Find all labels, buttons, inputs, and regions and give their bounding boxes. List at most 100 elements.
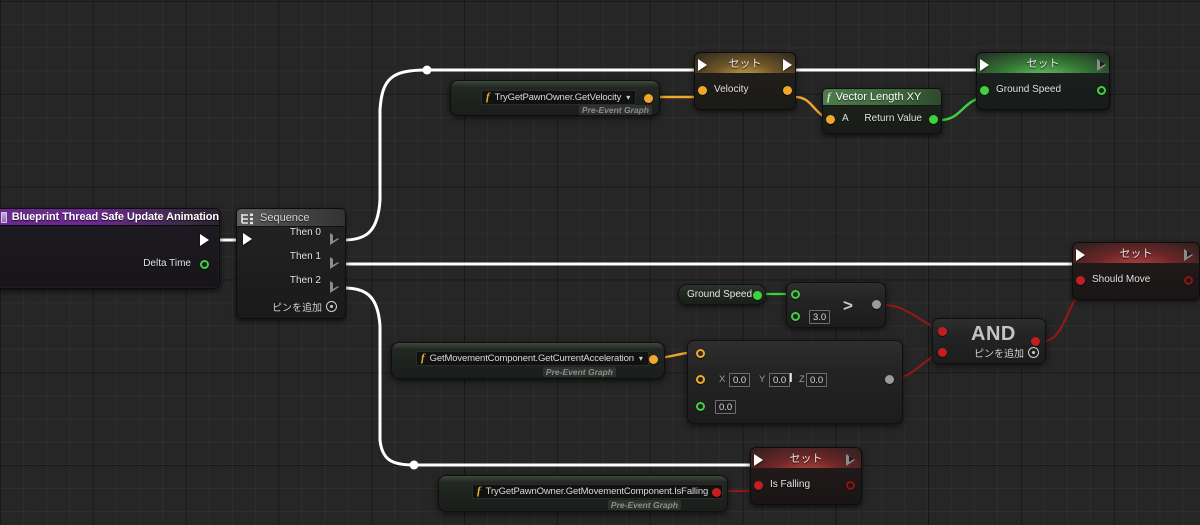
output-pin-velocity-vector[interactable] xyxy=(644,94,653,103)
output-pin-then-2[interactable] xyxy=(330,281,339,293)
is-falling-pill[interactable]: f TryGetPawnOwner.GetMovementComponent.I… xyxy=(472,484,724,499)
output-pin-return-value[interactable] xyxy=(929,115,938,124)
output-pin-acceleration-vector[interactable] xyxy=(649,355,658,364)
set-node-velocity[interactable]: セット Velocity xyxy=(694,52,796,110)
get-current-acceleration-pill[interactable]: f GetMovementComponent.GetCurrentAcceler… xyxy=(416,351,649,366)
op-node-greater-than[interactable]: 3.0 > xyxy=(786,282,886,328)
input-pin-a[interactable] xyxy=(826,115,835,124)
axis-label-z: Z xyxy=(799,374,805,385)
output-pin-vector-not-equal-result[interactable] xyxy=(885,375,894,384)
and-glyph: AND xyxy=(971,323,1016,345)
variable-getter-ground-speed[interactable]: Ground Speed xyxy=(678,284,766,305)
get-velocity-subtitle: Pre-Event Graph xyxy=(578,105,652,115)
get-velocity-label: TryGetPawnOwner.GetVelocity xyxy=(494,92,622,103)
output-pin-exec-set-is-falling[interactable] xyxy=(846,454,855,466)
input-pin-exec-set-is-falling[interactable] xyxy=(754,454,763,466)
set-is-falling-header: セット xyxy=(751,448,861,468)
output-pin-ground-speed-getter[interactable] xyxy=(753,291,762,300)
set-ground-speed-header: セット xyxy=(977,53,1109,73)
output-pin-exec-event[interactable] xyxy=(200,234,209,246)
is-falling-label: TryGetPawnOwner.GetMovementComponent.IsF… xyxy=(485,486,709,497)
axis-label-y: Y xyxy=(759,374,766,385)
pin-label-velocity: Velocity xyxy=(714,84,749,95)
output-pin-then-1[interactable] xyxy=(330,257,339,269)
sequence-node[interactable]: Sequence Then 0 Then 1 Then 2 ピンを追加 xyxy=(236,208,346,319)
get-current-acceleration-subtitle: Pre-Event Graph xyxy=(542,367,616,377)
input-pin-gt-a[interactable] xyxy=(791,290,800,299)
pure-node-vector-length-xy[interactable]: f Vector Length XY A Return Value xyxy=(822,88,942,134)
input-value-error-tolerance[interactable]: 0.0 xyxy=(715,400,737,414)
output-pin-velocity[interactable] xyxy=(783,86,792,95)
sequence-add-pin-label: ピンを追加 xyxy=(272,303,322,314)
pin-label-should-move: Should Move xyxy=(1092,274,1151,285)
pin-label-then-1: Then 1 xyxy=(289,251,321,262)
input-pin-exec-set-ground-speed[interactable] xyxy=(980,59,989,71)
output-pin-and-result[interactable] xyxy=(1031,337,1040,346)
function-node-get-velocity[interactable]: f TryGetPawnOwner.GetVelocity ▾ Pre-Even… xyxy=(450,80,660,116)
output-pin-is-falling[interactable] xyxy=(846,481,855,490)
set-node-should-move[interactable]: セット Should Move xyxy=(1072,242,1200,300)
set-velocity-title: セット xyxy=(728,58,762,70)
output-pin-gt-result[interactable] xyxy=(872,300,881,309)
reroute-node-bottom xyxy=(409,460,419,470)
input-pin-exec-set-should-move[interactable] xyxy=(1076,249,1085,261)
greater-than-glyph: > xyxy=(843,296,853,315)
input-pin-ground-speed[interactable] xyxy=(980,86,989,95)
input-pin-vector-b[interactable] xyxy=(696,375,705,384)
input-value-x[interactable]: 0.0 xyxy=(729,373,751,387)
output-pin-is-falling-bool[interactable] xyxy=(712,488,721,497)
event-node-blueprint-thread-safe-update-animation[interactable]: Blueprint Thread Safe Update Animation D… xyxy=(0,208,220,289)
input-pin-velocity[interactable] xyxy=(698,86,707,95)
input-pin-should-move[interactable] xyxy=(1076,276,1085,285)
input-value-y[interactable]: 0.0 xyxy=(769,373,791,387)
set-node-ground-speed[interactable]: セット Ground Speed xyxy=(976,52,1110,110)
output-pin-should-move[interactable] xyxy=(1184,276,1193,285)
input-pin-exec-set-velocity[interactable] xyxy=(698,59,707,71)
and-add-pin-button[interactable]: ピンを追加 xyxy=(974,345,1039,360)
set-ground-speed-title: セット xyxy=(1026,58,1060,70)
input-pin-and-a[interactable] xyxy=(938,327,947,336)
op-node-vector-not-equal[interactable]: X 0.0 Y 0.0 Z 0.0 0.0 xyxy=(687,340,903,424)
output-pin-exec-set-velocity[interactable] xyxy=(783,59,792,71)
get-velocity-pill[interactable]: f TryGetPawnOwner.GetVelocity ▾ xyxy=(481,90,637,105)
sequence-node-header: Sequence xyxy=(237,209,345,227)
function-f-icon: f xyxy=(477,485,481,497)
output-pin-then-0[interactable] xyxy=(330,233,339,245)
set-velocity-header: セット xyxy=(695,53,795,73)
function-node-is-falling[interactable]: f TryGetPawnOwner.GetMovementComponent.I… xyxy=(438,475,728,512)
pin-label-return-value: Return Value xyxy=(864,113,922,124)
chevron-down-icon[interactable]: ▾ xyxy=(626,93,631,102)
pin-label-is-falling: Is Falling xyxy=(770,479,811,490)
input-value-gt-b[interactable]: 3.0 xyxy=(809,310,831,324)
pin-label-then-0: Then 0 xyxy=(289,227,321,238)
set-node-is-falling[interactable]: セット Is Falling xyxy=(750,447,862,505)
variable-getter-ground-speed-label: Ground Speed xyxy=(687,289,753,300)
output-pin-ground-speed[interactable] xyxy=(1097,86,1106,95)
pin-label-then-2: Then 2 xyxy=(289,275,321,286)
is-falling-subtitle: Pre-Event Graph xyxy=(607,500,681,510)
input-pin-exec-sequence[interactable] xyxy=(243,233,252,245)
function-node-get-current-acceleration[interactable]: f GetMovementComponent.GetCurrentAcceler… xyxy=(391,342,665,379)
input-pin-error-tolerance[interactable] xyxy=(696,402,705,411)
pin-label-delta-time: Delta Time xyxy=(143,258,191,269)
sequence-add-pin-button[interactable]: ピンを追加 xyxy=(272,299,337,314)
op-node-boolean-and[interactable]: AND ピンを追加 xyxy=(932,318,1046,364)
output-pin-exec-set-should-move[interactable] xyxy=(1184,249,1193,261)
set-should-move-header: セット xyxy=(1073,243,1199,263)
sequence-node-body: Then 0 Then 1 Then 2 ピンを追加 xyxy=(237,227,345,318)
set-should-move-title: セット xyxy=(1119,248,1153,260)
sequence-icon xyxy=(241,212,255,224)
input-value-z[interactable]: 0.0 xyxy=(806,373,828,387)
output-pin-exec-set-ground-speed[interactable] xyxy=(1097,59,1106,71)
function-f-icon: f xyxy=(421,352,425,364)
chevron-down-icon[interactable]: ▾ xyxy=(638,354,643,363)
input-pin-is-falling[interactable] xyxy=(754,481,763,490)
input-pin-vector-a[interactable] xyxy=(696,349,705,358)
output-pin-delta-time[interactable] xyxy=(200,260,209,269)
and-add-pin-label: ピンを追加 xyxy=(974,349,1024,360)
vector-length-xy-header: f Vector Length XY xyxy=(823,89,941,106)
input-pin-and-b[interactable] xyxy=(938,348,947,357)
function-f-icon: f xyxy=(827,91,831,103)
input-pin-gt-b[interactable] xyxy=(791,312,800,321)
